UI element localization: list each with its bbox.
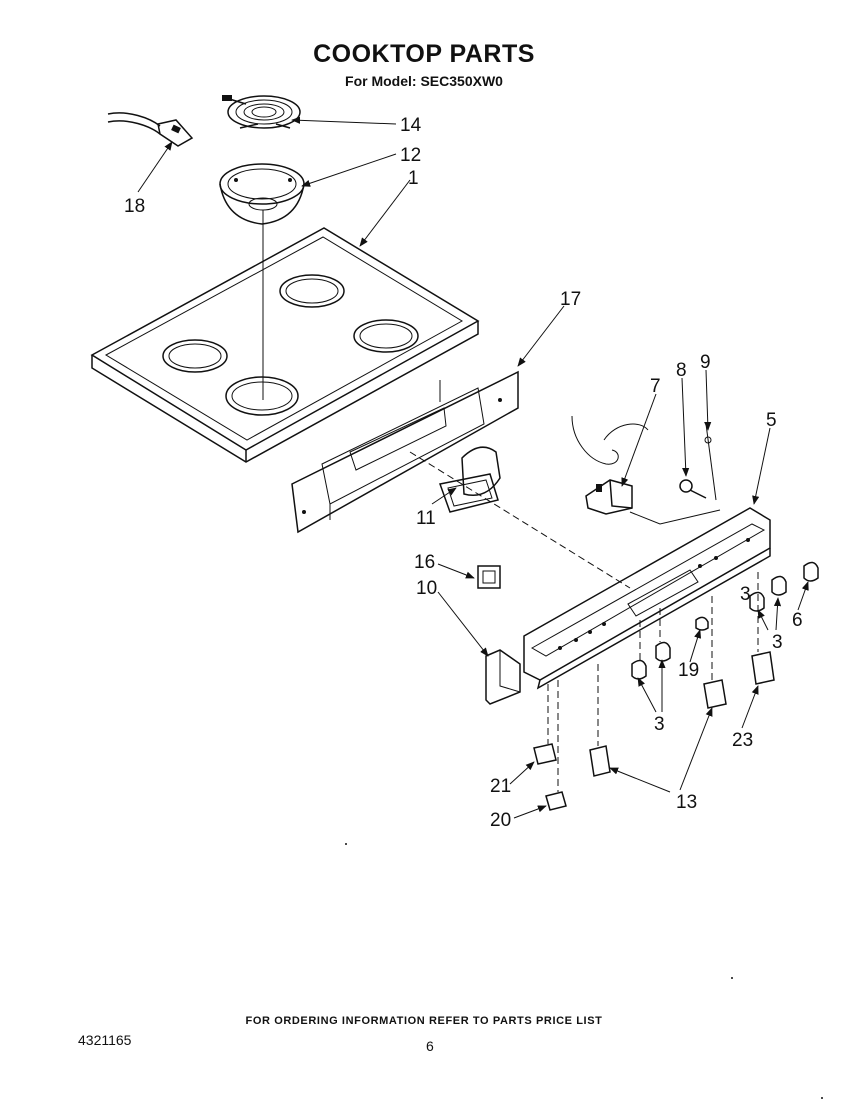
callout-10: 10	[416, 578, 437, 599]
callout-9: 9	[700, 352, 711, 373]
callout-1: 1	[408, 168, 419, 189]
callout-leaders	[137, 116, 809, 819]
callout-19: 19	[678, 660, 699, 681]
callout-13: 13	[676, 792, 697, 813]
cooktop-part	[90, 227, 480, 463]
callout-numbers: 14 12 1 18 17 7 8 9 5 11 16 10 6 3 3 19 …	[124, 115, 803, 831]
callout-8: 8	[676, 360, 687, 381]
callout-14: 14	[400, 115, 422, 136]
callout-23: 23	[732, 730, 753, 751]
document-number: 4321165	[78, 1032, 132, 1048]
end-bracket-part	[485, 649, 521, 705]
callout-6: 6	[792, 610, 803, 631]
callout-12: 12	[400, 145, 421, 166]
model-subtitle: For Model: SEC350XW0	[345, 73, 503, 89]
callout-11: 11	[416, 508, 436, 529]
page-number: 6	[426, 1038, 434, 1054]
control-panel-part	[523, 507, 771, 690]
callout-21: 21	[490, 776, 511, 797]
ordering-note: FOR ORDERING INFORMATION REFER TO PARTS …	[245, 1015, 603, 1027]
callout-17: 17	[560, 289, 581, 310]
surface-element-part	[222, 95, 301, 129]
callout-5: 5	[766, 410, 777, 431]
screw-part-8	[679, 479, 707, 499]
assembly-dashed-line	[409, 451, 631, 589]
callout-20: 20	[490, 810, 511, 831]
terminal-block-part	[107, 112, 194, 147]
callout-18: 18	[124, 196, 145, 217]
switch-alignment-lines	[547, 572, 759, 792]
clip-part-9	[704, 423, 717, 501]
callout-7: 7	[650, 376, 661, 397]
page-title: COOKTOP PARTS	[313, 40, 535, 68]
callout-3-lower: 3	[654, 714, 665, 735]
callout-16: 16	[414, 552, 435, 573]
switch-part-11	[439, 446, 501, 513]
callout-3-upper: 3	[740, 584, 751, 605]
drip-bowl-part	[219, 163, 305, 225]
callout-3-right: 3	[772, 632, 783, 653]
infinite-switch-part	[571, 415, 721, 525]
indicator-light-part	[477, 565, 501, 589]
bracket-part	[291, 370, 519, 534]
